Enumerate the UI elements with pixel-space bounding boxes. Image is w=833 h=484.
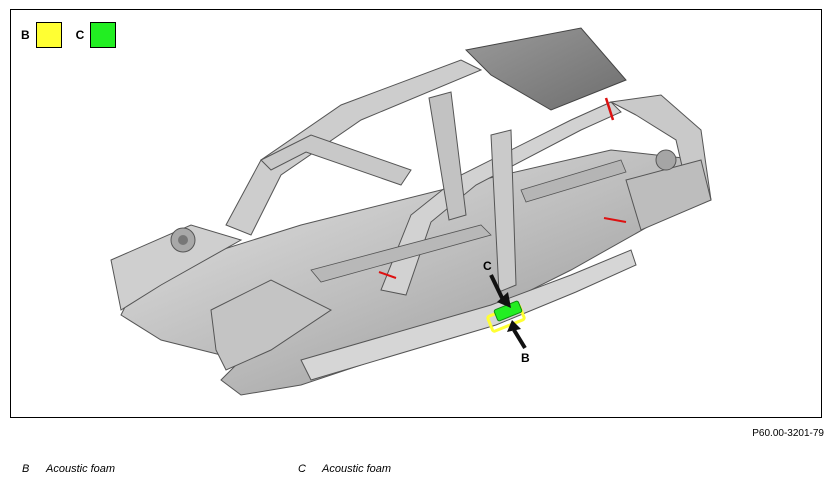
legend-label-b: B bbox=[21, 28, 30, 42]
strut-tower-hole bbox=[178, 235, 188, 245]
caption-b: B Acoustic foam bbox=[22, 463, 115, 475]
callout-b: B bbox=[521, 351, 530, 365]
figure-reference: P60.00-3201-79 bbox=[752, 428, 824, 439]
front-rail-right bbox=[210, 279, 332, 371]
caption-c-key: C bbox=[298, 463, 306, 475]
a-pillar-left bbox=[225, 59, 483, 236]
car-body-illustration bbox=[110, 27, 712, 396]
arrow-c-icon bbox=[497, 292, 511, 308]
seam-marker-rear bbox=[603, 217, 627, 223]
arrow-b-line bbox=[512, 328, 527, 350]
cross-member-front bbox=[310, 224, 492, 283]
b-pillar bbox=[490, 129, 517, 293]
legend-item-b: B bbox=[21, 22, 62, 48]
legend-item-c: C bbox=[76, 22, 117, 48]
windshield-header bbox=[260, 134, 412, 186]
legend-label-c: C bbox=[75, 28, 85, 42]
legend-swatch-c bbox=[90, 22, 117, 48]
cross-member-rear bbox=[520, 159, 627, 203]
caption-b-key: B bbox=[22, 463, 30, 475]
callout-c: C bbox=[483, 259, 492, 273]
side-sill bbox=[300, 249, 637, 381]
seam-marker-a-pillar bbox=[378, 271, 397, 279]
diagram-frame: B C bbox=[10, 9, 822, 418]
color-legend: B C bbox=[21, 22, 122, 48]
arrow-c-line bbox=[489, 274, 506, 303]
seam-marker-roof bbox=[604, 97, 615, 121]
caption-c: C Acoustic foam bbox=[298, 463, 391, 475]
legend-swatch-b bbox=[35, 22, 62, 48]
caption-b-text: Acoustic foam bbox=[46, 463, 116, 475]
arrow-b-icon bbox=[507, 320, 521, 332]
roof-panel bbox=[464, 27, 627, 111]
caption-c-text: Acoustic foam bbox=[322, 463, 392, 475]
b-pillar-left bbox=[428, 91, 467, 221]
rear-strut-tower bbox=[655, 149, 677, 171]
rear-wheel-arch bbox=[625, 159, 712, 231]
floor-pan bbox=[120, 149, 712, 396]
